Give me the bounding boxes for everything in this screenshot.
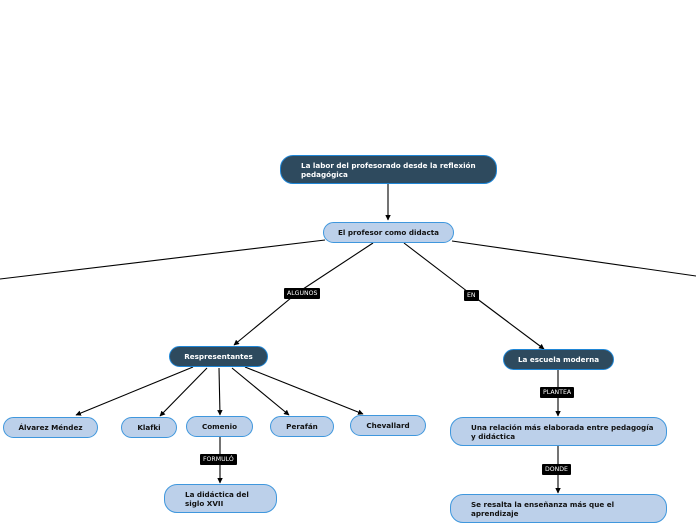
label-plantea: PLANTEA [540,387,575,398]
edge-algunos-representantes [233,292,298,346]
node-comenio[interactable]: Comenio [186,416,253,437]
node-relacion-pedagogia[interactable]: Una relación más elaborada entre pedagog… [450,417,667,446]
node-klafki[interactable]: Klafki [121,417,177,438]
node-escuela-moderna[interactable]: La escuela moderna [503,349,614,370]
edge-profesor-right-offscreen [451,240,696,277]
label-algunos: ALGUNOS [284,288,321,299]
edge-rep-alvarez [75,366,194,416]
edge-rep-klafki [159,367,208,417]
edge-profesor-en [403,242,473,296]
node-root[interactable]: La labor del profesorado desde la reflex… [280,155,497,184]
edge-rep-perafan [231,367,290,416]
node-ensenanza[interactable]: Se resalta la enseñanza más que el apren… [450,494,667,523]
label-en: EN [464,290,479,301]
node-chevallard[interactable]: Chevallard [350,415,426,436]
node-profesor-didacta[interactable]: El profesor como didacta [323,222,454,243]
edge-profesor-algunos [296,242,374,294]
node-alvarez-mendez[interactable]: Álvarez Méndez [3,417,98,438]
label-donde: DONDE [542,464,571,475]
label-formulo: FORMULÓ [200,454,237,465]
edge-profesor-left-offscreen [0,239,326,280]
node-didactica-siglo-xvii[interactable]: La didáctica del siglo XVII [164,484,277,513]
edge-rep-chevallard [244,366,364,415]
node-perafan[interactable]: Perafán [270,416,334,437]
edge-en-escuela [471,294,545,350]
node-representantes[interactable]: Respresentantes [169,346,268,367]
edge-rep-comenio [217,367,223,416]
